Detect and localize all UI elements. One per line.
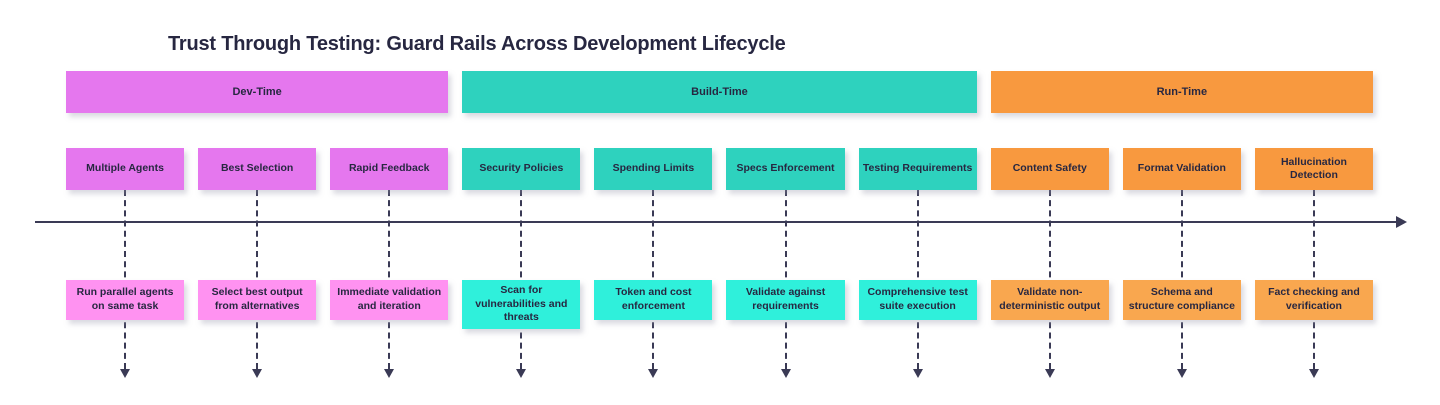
dashed-connector-line <box>520 190 523 369</box>
description-box: Select best output from alternatives <box>198 280 317 320</box>
column-multiple-agents: Multiple Agents Run parallel agents on s… <box>66 148 185 378</box>
dashed-connector-line <box>124 190 127 369</box>
description-box: Comprehensive test suite execution <box>858 280 977 320</box>
item-label: Spending Limits <box>612 162 695 175</box>
item-label: Testing Requirements <box>862 162 973 175</box>
description-label: Select best output from alternatives <box>211 286 303 312</box>
phase-band-build-time: Build-Time <box>462 71 977 113</box>
description-label: Immediate validation and iteration <box>337 286 442 312</box>
down-arrowhead-icon <box>1176 369 1187 378</box>
description-box: Immediate validation and iteration <box>330 280 449 320</box>
item-label: Specs Enforcement <box>736 162 835 175</box>
description-label: Comprehensive test suite execution <box>867 286 968 312</box>
dashed-connector-line <box>652 190 655 369</box>
item-box: Rapid Feedback <box>330 148 449 190</box>
down-arrowhead-icon <box>384 369 395 378</box>
description-box: Token and cost enforcement <box>594 280 713 320</box>
phase-band-label: Run-Time <box>1156 86 1208 98</box>
description-label: Schema and structure compliance <box>1128 286 1235 312</box>
column-specs-enforcement: Specs Enforcement Validate against requi… <box>726 148 845 378</box>
down-arrowhead-icon <box>516 369 527 378</box>
item-box: Best Selection <box>198 148 317 190</box>
description-label: Run parallel agents on same task <box>76 286 174 312</box>
description-label: Fact checking and verification <box>1268 286 1360 312</box>
column-grid: Multiple Agents Run parallel agents on s… <box>66 148 1373 378</box>
description-label: Token and cost enforcement <box>615 286 692 312</box>
description-box: Schema and structure compliance <box>1122 280 1241 320</box>
down-arrowhead-icon <box>252 369 263 378</box>
diagram-title: Trust Through Testing: Guard Rails Acros… <box>168 33 786 55</box>
description-box: Run parallel agents on same task <box>66 280 185 320</box>
column-security-policies: Security Policies Scan for vulnerabiliti… <box>462 148 581 378</box>
dashed-connector-line <box>916 190 919 369</box>
description-box: Validate against requirements <box>726 280 845 320</box>
down-arrowhead-icon <box>120 369 131 378</box>
phase-band-label: Build-Time <box>691 86 748 98</box>
description-box: Fact checking and verification <box>1254 280 1373 320</box>
description-label: Scan for vulnerabilities and threats <box>475 284 568 324</box>
item-box: Format Validation <box>1122 148 1241 190</box>
description-box: Scan for vulnerabilities and threats <box>462 280 581 329</box>
item-box: Security Policies <box>462 148 581 190</box>
down-arrowhead-icon <box>912 369 923 378</box>
dashed-connector-line <box>1180 190 1183 369</box>
phase-band-row: Dev-Time Build-Time Run-Time <box>66 71 1373 113</box>
item-label: Hallucination Detection <box>1280 155 1347 181</box>
down-arrowhead-icon <box>648 369 659 378</box>
column-hallucination-detection: Hallucination Detection Fact checking an… <box>1254 148 1373 378</box>
dashed-connector-line <box>388 190 391 369</box>
item-label: Format Validation <box>1137 162 1226 175</box>
column-content-safety: Content Safety Validate non-deterministi… <box>990 148 1109 378</box>
item-box: Spending Limits <box>594 148 713 190</box>
column-spending-limits: Spending Limits Token and cost enforceme… <box>594 148 713 378</box>
column-testing-requirements: Testing Requirements Comprehensive test … <box>858 148 977 378</box>
column-best-selection: Best Selection Select best output from a… <box>198 148 317 378</box>
phase-band-dev-time: Dev-Time <box>66 71 449 113</box>
timeline-arrowhead-icon <box>1396 216 1407 228</box>
dashed-connector-line <box>1312 190 1315 369</box>
dashed-connector-line <box>256 190 259 369</box>
column-rapid-feedback: Rapid Feedback Immediate validation and … <box>330 148 449 378</box>
item-box: Testing Requirements <box>858 148 977 190</box>
phase-band-label: Dev-Time <box>232 86 282 98</box>
timeline-axis <box>35 221 1398 223</box>
item-box: Multiple Agents <box>66 148 185 190</box>
down-arrowhead-icon <box>1044 369 1055 378</box>
item-label: Best Selection <box>220 162 294 175</box>
item-label: Rapid Feedback <box>348 162 430 175</box>
phase-band-run-time: Run-Time <box>990 71 1373 113</box>
item-label: Security Policies <box>479 162 564 175</box>
dashed-connector-line <box>1048 190 1051 369</box>
description-label: Validate non-deterministic output <box>999 286 1101 312</box>
down-arrowhead-icon <box>1308 369 1319 378</box>
description-box: Validate non-deterministic output <box>990 280 1109 320</box>
item-box: Content Safety <box>990 148 1109 190</box>
column-format-validation: Format Validation Schema and structure c… <box>1122 148 1241 378</box>
dashed-connector-line <box>784 190 787 369</box>
item-box: Hallucination Detection <box>1254 148 1373 190</box>
down-arrowhead-icon <box>780 369 791 378</box>
item-box: Specs Enforcement <box>726 148 845 190</box>
item-label: Content Safety <box>1012 162 1087 175</box>
description-label: Validate against requirements <box>745 286 826 312</box>
item-label: Multiple Agents <box>86 162 164 175</box>
